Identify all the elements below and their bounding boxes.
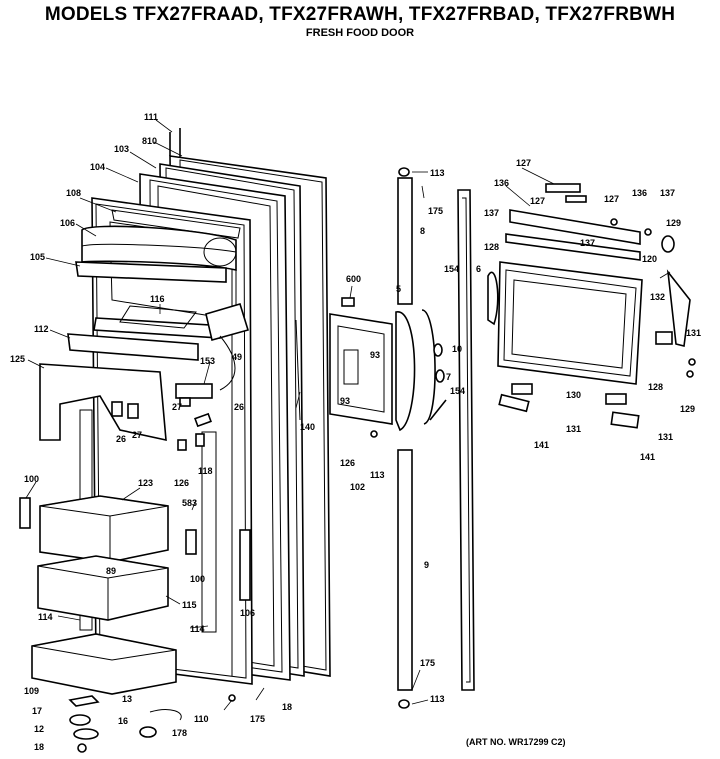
label-16: 16 (118, 716, 128, 726)
label-600: 600 (346, 274, 361, 284)
label-114a: 114 (38, 612, 53, 622)
label-130: 130 (566, 390, 581, 400)
label-127c: 127 (604, 194, 619, 204)
label-128a: 128 (484, 242, 499, 252)
label-128b: 128 (648, 382, 663, 392)
label-18b: 18 (282, 702, 292, 712)
label-108: 108 (66, 188, 81, 198)
label-8a: 8 (420, 226, 425, 236)
label-49: 49 (232, 352, 242, 362)
label-178: 178 (172, 728, 187, 738)
label-129b: 129 (680, 404, 695, 414)
label-112: 112 (34, 324, 49, 334)
art-number: (ART NO. WR17299 C2) (466, 737, 566, 747)
label-131b: 131 (566, 424, 581, 434)
door-bins (19, 495, 251, 695)
label-27a: 27 (172, 402, 182, 412)
label-175b: 175 (428, 206, 443, 216)
frame-assembly (487, 183, 696, 429)
label-26a: 26 (234, 402, 244, 412)
label-109: 109 (24, 686, 39, 696)
label-93a: 93 (370, 350, 380, 360)
label-126a: 126 (174, 478, 189, 488)
label-141a: 141 (534, 440, 549, 450)
label-18: 18 (34, 742, 44, 752)
label-127a: 127 (516, 158, 531, 168)
label-137c: 137 (580, 238, 595, 248)
label-89: 89 (106, 566, 116, 576)
label-104: 104 (90, 162, 105, 172)
label-9: 9 (424, 560, 429, 570)
bottom-hardware (68, 128, 236, 753)
label-110: 110 (194, 714, 209, 724)
label-154b: 154 (450, 386, 465, 396)
label-810: 810 (142, 136, 157, 146)
label-13: 13 (122, 694, 132, 704)
page-title: MODELS TFX27FRAAD, TFX27FRAWH, TFX27FRBA… (44, 4, 676, 25)
label-131a: 131 (686, 328, 701, 338)
label-100a: 100 (24, 474, 39, 484)
label-127b: 127 (530, 196, 545, 206)
label-125: 125 (10, 354, 25, 364)
label-118: 118 (198, 466, 213, 476)
label-111: 111 (144, 112, 158, 122)
label-129a: 129 (666, 218, 681, 228)
label-137a: 137 (660, 188, 675, 198)
label-583: 583 (182, 498, 197, 508)
label-120: 120 (642, 254, 657, 264)
dispenser-assembly (39, 303, 250, 451)
label-6: 6 (476, 264, 481, 274)
label-12: 12 (34, 724, 44, 734)
label-113b: 113 (370, 470, 385, 480)
label-141b: 141 (640, 452, 655, 462)
label-113c: 113 (430, 694, 445, 704)
label-126b: 126 (340, 458, 355, 468)
label-106b: 106 (240, 608, 255, 618)
label-102: 102 (350, 482, 365, 492)
label-154a: 154 (444, 264, 459, 274)
label-140: 140 (300, 422, 315, 432)
label-137b: 137 (484, 208, 499, 218)
label-17: 17 (32, 706, 42, 716)
center-hardware (329, 167, 475, 709)
label-123: 123 (138, 478, 153, 488)
label-26b: 26 (116, 434, 126, 444)
label-175a: 175 (250, 714, 265, 724)
label-93b: 93 (340, 396, 350, 406)
label-113a: 113 (430, 168, 445, 178)
label-103: 103 (114, 144, 129, 154)
label-10: 10 (452, 344, 462, 354)
page-subtitle: FRESH FOOD DOOR (305, 27, 415, 39)
leader-lines (25, 119, 671, 711)
label-175c: 175 (420, 658, 435, 668)
label-7: 7 (446, 372, 451, 382)
label-136a: 136 (494, 178, 509, 188)
dairy-compartment (67, 209, 241, 361)
label-5: 5 (396, 284, 401, 294)
label-115: 115 (182, 600, 197, 610)
label-132: 132 (650, 292, 665, 302)
label-136b: 136 (632, 188, 647, 198)
label-153: 153 (200, 356, 215, 366)
label-105: 105 (30, 252, 45, 262)
label-114b: 114 (190, 624, 205, 634)
label-116: 116 (150, 294, 165, 304)
label-131c: 131 (658, 432, 673, 442)
label-100b: 100 (190, 574, 205, 584)
callout-labels: 111 810 103 104 108 106 105 116 112 125 … (10, 112, 701, 752)
label-27b: 27 (132, 430, 142, 440)
label-106: 106 (60, 218, 75, 228)
